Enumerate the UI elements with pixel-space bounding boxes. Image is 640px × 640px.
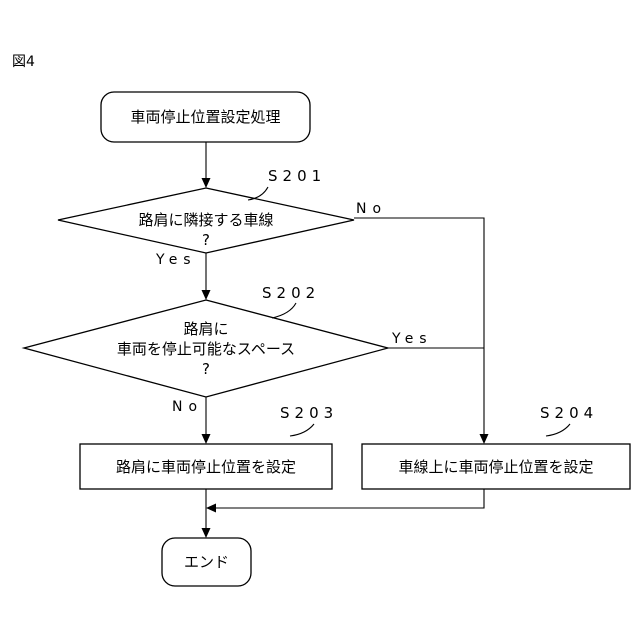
- figure-label: 図4: [12, 54, 35, 70]
- s202-no-label: No: [172, 399, 203, 415]
- decision-s201-line-1: 路肩に隣接する車線: [138, 211, 273, 229]
- end-terminal: エンド: [162, 538, 251, 586]
- arrowhead: [202, 290, 211, 300]
- decision-s202: 路肩に 車両を停止可能なスペース ?: [24, 300, 388, 397]
- end-label: エンド: [184, 553, 229, 571]
- step-label-s204: S204: [540, 404, 598, 422]
- arrowhead: [202, 178, 211, 188]
- step-leader-s204: [546, 424, 570, 436]
- decision-s202-line-1: 路肩に: [183, 320, 228, 338]
- step-leader-s202: [272, 303, 296, 318]
- arrowhead: [206, 504, 216, 513]
- s201-no-label: No: [356, 201, 387, 217]
- process-s203-label: 路肩に車両停止位置を設定: [116, 458, 296, 476]
- connector-s204-to-end: [209, 489, 484, 508]
- step-label-s203: S203: [280, 404, 338, 422]
- step-label-s202: S202: [262, 284, 320, 302]
- s201-yes-label: Yes: [155, 252, 197, 268]
- s202-yes-label: Yes: [391, 331, 433, 347]
- decision-s202-line-3: ?: [202, 360, 210, 378]
- arrowhead: [202, 434, 211, 444]
- process-s203: 路肩に車両停止位置を設定: [80, 444, 332, 489]
- decision-s201-line-2: ?: [202, 231, 210, 249]
- connector-s201-no: [354, 218, 484, 436]
- decision-s202-line-2: 車両を停止可能なスペース: [117, 340, 295, 358]
- step-leader-s203: [290, 424, 314, 436]
- start-terminal: 車両停止位置設定処理: [101, 92, 310, 142]
- start-label: 車両停止位置設定処理: [130, 108, 280, 126]
- decision-s201: 路肩に隣接する車線 ?: [58, 188, 354, 253]
- step-label-s201: S201: [268, 167, 326, 185]
- process-s204: 車線上に車両停止位置を設定: [362, 444, 630, 489]
- arrowhead: [480, 434, 489, 444]
- arrowhead: [202, 528, 211, 538]
- process-s204-label: 車線上に車両停止位置を設定: [398, 458, 593, 476]
